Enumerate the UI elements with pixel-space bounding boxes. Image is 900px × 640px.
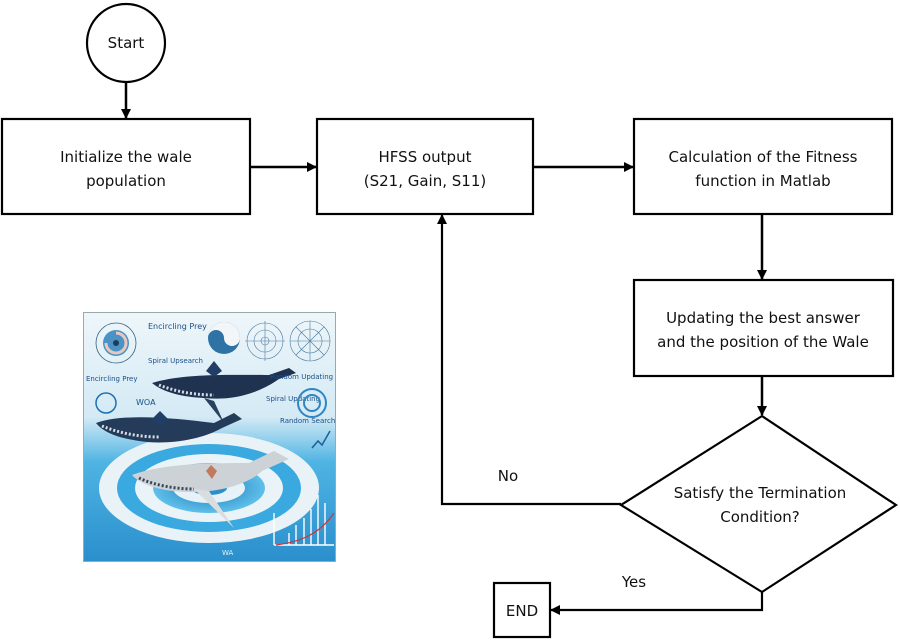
node-init-label-line2: population [86, 172, 166, 190]
node-hfss: HFSS output (S21, Gain, S11) [315, 117, 535, 216]
node-end-label: END [506, 602, 538, 620]
diamond-marker-icon [206, 465, 217, 479]
spiral-diagram-icon [95, 322, 137, 364]
mini-bar-chart-icon [273, 495, 335, 546]
illustration-text: Random Updating [270, 373, 333, 381]
node-decision-label-line1: Satisfy the Termination [674, 484, 847, 502]
yin-spiral-icon [208, 322, 240, 354]
node-update-label-line1: Updating the best answer [666, 309, 861, 327]
polar-grid-icon [245, 320, 331, 362]
illustration-text: WOA [136, 398, 156, 407]
node-fitness-label-line1: Calculation of the Fitness [668, 148, 857, 166]
whale-1-icon [152, 368, 296, 423]
edge-label-no: No [498, 467, 518, 485]
circle-diagram-icon [95, 392, 117, 414]
illustration-text: Spiral Updating [266, 395, 320, 403]
node-init: Initialize the wale population [0, 117, 252, 216]
illustration-text: Encircling Prey [148, 322, 207, 331]
illustration-text: WA [222, 549, 234, 557]
woa-illustration: Encircling Prey Spiral Upsearch Encircli… [83, 312, 336, 562]
illustration-text: Spiral Upsearch [148, 357, 203, 365]
whale-2-icon [96, 413, 242, 443]
node-hfss-label-line2: (S21, Gain, S11) [364, 172, 486, 190]
node-update-label-line2: and the position of the Wale [657, 333, 869, 351]
illustration-text: Random Search [280, 417, 335, 425]
woa-illustration-art: Encircling Prey Spiral Upsearch Encircli… [84, 313, 335, 561]
node-fitness-label-line2: function in Matlab [695, 172, 830, 190]
diamond-marker-icon [206, 361, 222, 377]
node-start: Start [85, 2, 167, 84]
edge-decision-end-yes [550, 592, 764, 615]
node-decision-label-line2: Condition? [720, 508, 800, 526]
node-init-label-line1: Initialize the wale [60, 148, 192, 166]
illustration-text: Encircling Prey [86, 375, 138, 383]
trend-arrow-icon [311, 430, 331, 449]
node-hfss-label-line1: HFSS output [379, 148, 472, 166]
node-fitness: Calculation of the Fitness function in M… [632, 117, 894, 216]
edge-label-yes: Yes [621, 573, 646, 591]
diamond-marker-icon [152, 411, 168, 427]
edge-decision-hfss-no [437, 214, 621, 506]
node-end: END [492, 581, 552, 639]
node-start-label: Start [108, 34, 145, 52]
node-update: Updating the best answer and the positio… [632, 278, 895, 378]
node-decision: Satisfy the Termination Condition? [618, 414, 899, 594]
spiral-ring-icon [297, 388, 327, 418]
